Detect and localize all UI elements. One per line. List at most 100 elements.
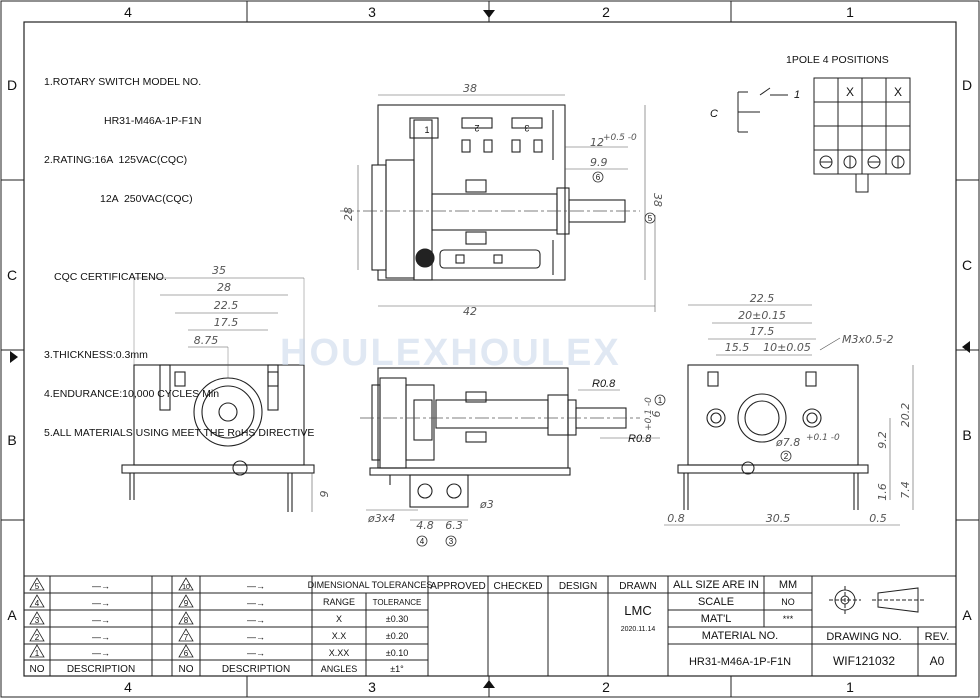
rear-155-dim: 15.5 [725, 341, 750, 354]
row-label-left-b: B [7, 432, 16, 448]
rev-no-4: 4 [35, 599, 40, 608]
rear-92-dim: 9.2 [876, 431, 889, 449]
tolerances-title: DIMENSIONAL TOLERANCES [308, 580, 433, 590]
top-view [340, 94, 656, 312]
note-line: CQC CERTIFICATENO. [54, 271, 167, 283]
side-r1-dim: R0.8 [592, 378, 616, 390]
note-line [44, 310, 314, 323]
side-shaft-tol: +0.1 -0 [644, 397, 654, 431]
rev-no-9: 9 [184, 599, 189, 608]
rear-225-dim: 22.5 [750, 292, 775, 305]
rev-label: REV. [925, 631, 950, 643]
front-225-dim: 22.5 [214, 299, 239, 312]
center-marks [10, 10, 970, 688]
rev-arrow: —→ [247, 648, 265, 658]
col-label-bottom-4: 4 [124, 679, 132, 695]
checked-header: CHECKED [494, 581, 543, 592]
rev-arrow: —→ [92, 581, 110, 591]
note-line: 4.ENDURANCE:10,000 CYCLES Min [44, 388, 220, 400]
rev-desc-header-right: DESCRIPTION [222, 664, 290, 675]
rev-arrow: —→ [247, 598, 265, 608]
col-label-bottom-3: 3 [368, 679, 376, 695]
position-table [813, 77, 911, 193]
tol-range-xxx: X.XX [329, 648, 350, 658]
front-175-dim: 17.5 [214, 316, 239, 329]
top-depth-dim: 42 [463, 305, 477, 318]
row-label-right-d: D [962, 77, 972, 93]
material-no-label: MATERIAL NO. [702, 630, 778, 642]
tol-range-xx: X.X [332, 631, 347, 641]
revision-arrows: —→ —→ —→ —→ —→ —→ —→ —→ —→ —→ [92, 581, 265, 658]
side-mark-3: 3 [449, 537, 454, 546]
tol-range-header: RANGE [323, 597, 355, 607]
tol-value-x: ±0.30 [386, 614, 408, 624]
terminal-1-label: 1 [424, 125, 429, 135]
tol-tolerance-header: TOLERANCE [373, 598, 422, 607]
scale-value: NO [781, 597, 795, 607]
rev-arrow: —→ [247, 615, 265, 625]
rear-16-dim: 1.6 [876, 483, 889, 501]
rear-202-dim: 20.2 [899, 403, 912, 428]
drawn-by: LMC [624, 603, 651, 618]
side-mark-4: 4 [420, 537, 425, 546]
rev-arrow: —→ [92, 632, 110, 642]
row-label-right-a: A [962, 607, 972, 623]
rev-arrow: —→ [247, 632, 265, 642]
size-value: MM [779, 579, 797, 591]
col-label-top-3: 3 [368, 4, 376, 20]
drawing-no-label: DRAWING NO. [826, 631, 901, 643]
rear-mark-2: 2 [784, 452, 789, 461]
note-line: 1.ROTARY SWITCH MODEL NO. [44, 76, 202, 88]
rev-no-7: 7 [184, 633, 189, 642]
tol-range-x: X [336, 614, 342, 624]
side-63-dim: 6.3 [445, 519, 463, 532]
rev-no-3: 3 [35, 616, 40, 625]
col-label-bottom-1: 1 [846, 679, 854, 695]
tol-range-angles: ANGLES [321, 664, 358, 674]
side-d3x4-dim: ø3x4 [367, 512, 395, 525]
inner-border [23, 21, 957, 677]
rev-no-2: 2 [35, 633, 40, 642]
col-label-top-2: 2 [602, 4, 610, 20]
rev-arrow: —→ [92, 598, 110, 608]
rear-74-dim: 7.4 [899, 481, 912, 499]
note-line: HR31-M46A-1P-F1N [104, 115, 202, 127]
row-label-left-a: A [7, 607, 17, 623]
drawing-no-value: WIF121032 [833, 654, 895, 668]
front-9-dim: 9 [318, 491, 331, 498]
col-label-top-4: 4 [124, 4, 132, 20]
drawn-date: 2020.11.14 [621, 626, 656, 633]
rear-20-dim: 20±0.15 [738, 309, 786, 322]
tol-value-xxx: ±0.10 [386, 648, 408, 658]
top-mark-5: 5 [648, 214, 653, 223]
note-line: 3.THICKNESS:0.3mm [44, 349, 148, 361]
general-notes: 1.ROTARY SWITCH MODEL NO. HR31-M46A-1P-F… [44, 50, 314, 453]
revision-triangles [29, 577, 194, 658]
row-label-left-d: D [7, 77, 17, 93]
tol-value-xx: ±0.20 [386, 631, 408, 641]
rev-no-1: 1 [35, 649, 40, 658]
top-side-dim: 38 [651, 193, 664, 207]
schematic-c-label: C [710, 108, 718, 120]
scale-label: SCALE [698, 596, 734, 608]
rev-no-header-left: NO [30, 664, 45, 675]
row-label-right-b: B [962, 427, 971, 443]
rear-305-dim: 30.5 [766, 512, 791, 525]
position-x-mark-1: X [846, 85, 854, 99]
positions-title: 1POLE 4 POSITIONS [786, 54, 889, 66]
rev-arrow: —→ [247, 581, 265, 591]
drawn-header: DRAWN [619, 581, 656, 592]
top-99-dim: 9.9 [590, 156, 608, 169]
matl-value: *** [783, 614, 794, 624]
side-r2-dim: R0.8 [628, 433, 652, 445]
top-width-dim: 38 [463, 82, 477, 95]
rear-hole-dim: ø7.8 [775, 436, 800, 449]
note-line: 2.RATING:16A 125VAC(CQC) [44, 154, 188, 166]
rear-10-dim: 10±0.05 [763, 341, 811, 354]
rev-desc-header-left: DESCRIPTION [67, 664, 135, 675]
matl-label: MAT'L [701, 613, 732, 625]
note-line [44, 232, 314, 245]
switch-schematic [737, 87, 788, 133]
approved-header: APPROVED [430, 581, 486, 592]
